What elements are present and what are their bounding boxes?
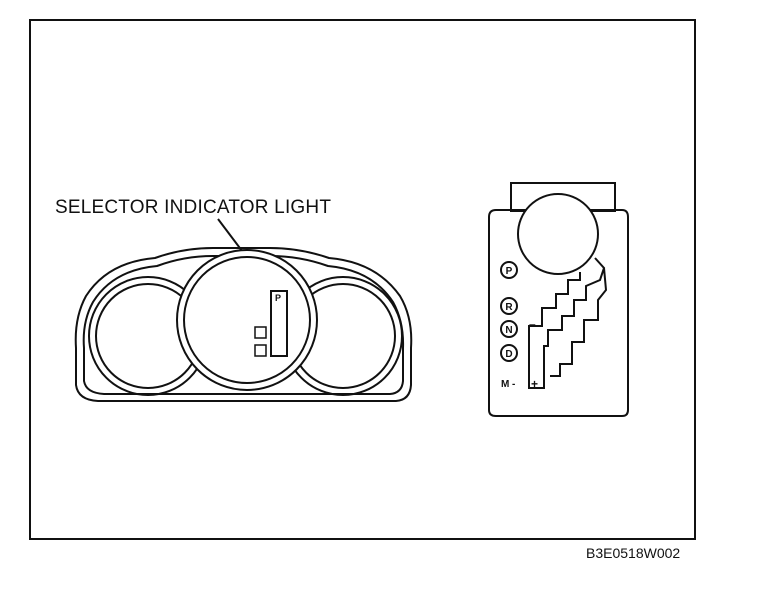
gear-knob [517, 193, 599, 275]
warning-lamp-upper [254, 326, 267, 339]
shift-gate-step-right [550, 267, 608, 377]
figure-code: B3E0518W002 [586, 545, 681, 561]
shift-position-r-label: R [505, 302, 513, 313]
manual-plus-marker: + [531, 377, 538, 391]
selector-indicator-strip [270, 290, 288, 357]
manual-mode-label: M [501, 379, 509, 390]
diagram-frame [29, 19, 696, 540]
selector-indicator-letter: P [275, 293, 281, 303]
shifter-plate [488, 209, 629, 417]
shift-position-r-marker [500, 297, 518, 315]
shift-position-d-label: D [505, 349, 512, 360]
warning-lamp-lower [254, 344, 267, 357]
shift-position-d-marker [500, 344, 518, 362]
shift-position-n-label: N [505, 325, 512, 336]
manual-minus-marker: – [529, 317, 536, 331]
shift-position-n-marker [500, 320, 518, 338]
manual-mode-minus-label: - [512, 379, 515, 390]
center-gauge-inner [183, 256, 311, 384]
instrument-cluster-housing [74, 247, 413, 402]
shift-gate-slot [528, 257, 606, 389]
shift-position-p-label: P [506, 266, 513, 277]
shift-position-p-marker [500, 261, 518, 279]
selector-indicator-light-label: SELECTOR INDICATOR LIGHT [55, 197, 332, 218]
